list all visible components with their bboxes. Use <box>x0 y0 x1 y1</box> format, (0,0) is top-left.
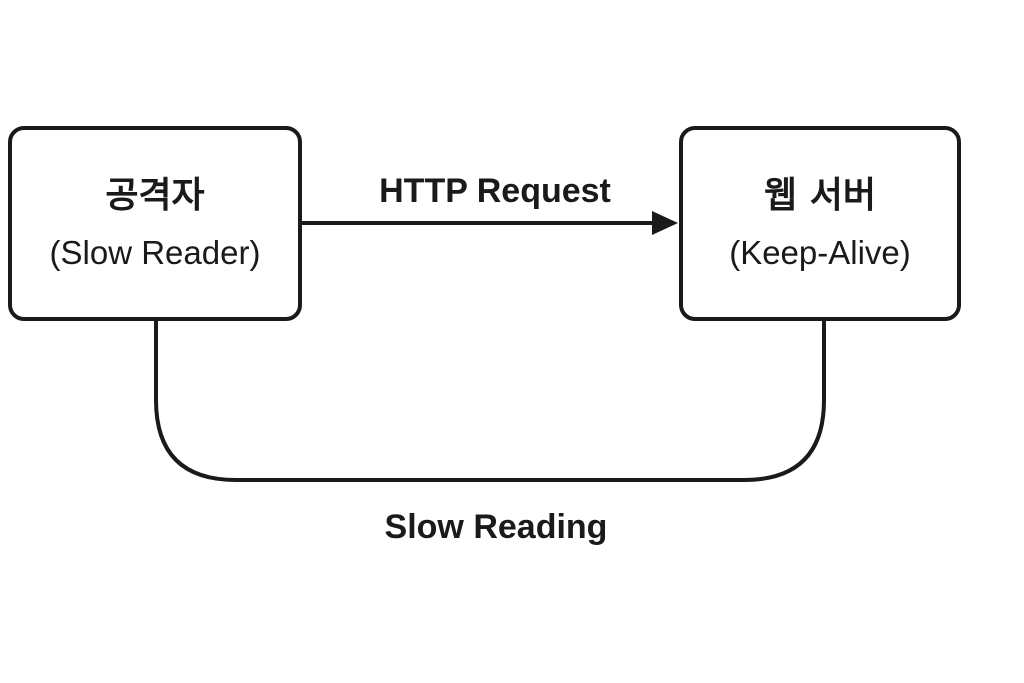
slow-reading-connector <box>154 321 826 482</box>
attacker-title: 공격자 <box>105 175 205 217</box>
attacker-node: 공격자 (Slow Reader) <box>8 126 302 321</box>
http-request-label: HTTP Request <box>379 172 611 210</box>
request-arrow-head <box>652 211 678 235</box>
web-server-node: 웹 서버 (Keep-Alive) <box>679 126 961 321</box>
attacker-subtitle: (Slow Reader) <box>49 234 261 272</box>
server-subtitle: (Keep-Alive) <box>729 234 911 272</box>
server-title: 웹 서버 <box>764 175 876 217</box>
slow-reading-label: Slow Reading <box>384 508 608 546</box>
